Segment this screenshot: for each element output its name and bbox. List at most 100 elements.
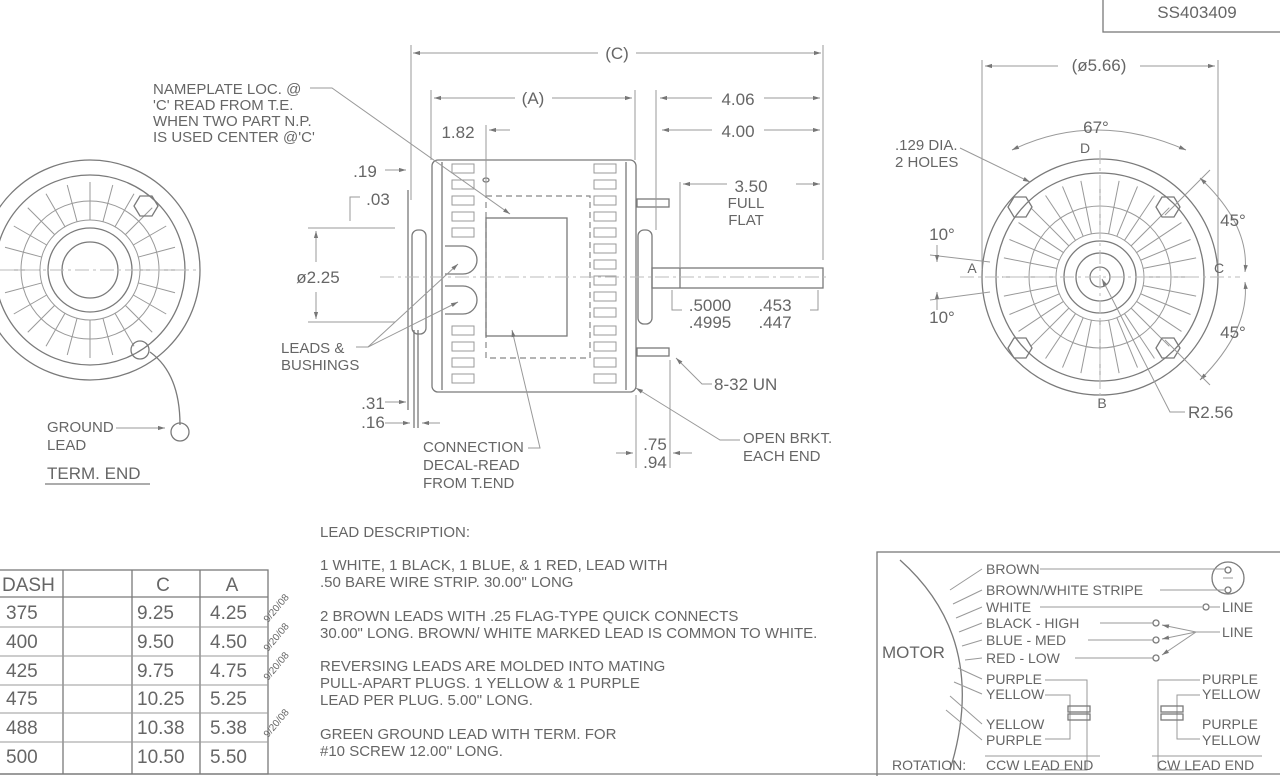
rotation-label: ROTATION: — [892, 757, 966, 773]
dim-1-82: 1.82 — [441, 123, 474, 142]
cell-c: 10.25 — [137, 689, 185, 710]
table-row: 500 10.50 5.50 — [6, 747, 247, 768]
leads-bushings-label: BUSHINGS — [281, 357, 359, 374]
leads-bushings-label: LEADS & — [281, 340, 344, 357]
louver — [451, 179, 475, 190]
lead-note: PULL-APART PLUGS. 1 YELLOW & 1 PURPLE — [320, 675, 640, 692]
cw-lead-end-label: CW LEAD END — [1157, 757, 1254, 773]
lead-description: LEAD DESCRIPTION: 1 WHITE, 1 BLACK, 1 BL… — [320, 524, 817, 760]
revision-date: 9/20/08 — [262, 621, 292, 654]
wire-lead-label: BLUE - MED — [986, 632, 1066, 648]
ccw-lead: YELLOW — [986, 686, 1045, 702]
lead-note: 30.00" LONG. BROWN/ WHITE MARKED LEAD IS… — [320, 625, 817, 642]
cell-a: 5.25 — [210, 689, 247, 710]
ccw-lead-end-label: CCW LEAD END — [986, 757, 1093, 773]
table-row: 475 10.25 5.25 — [6, 689, 247, 710]
louver — [451, 357, 475, 368]
wire-lead-label: BLACK - HIGH — [986, 615, 1079, 631]
cell-dash: 475 — [6, 689, 38, 710]
louver — [593, 357, 617, 368]
line-label: LINE — [1222, 624, 1253, 640]
louver — [593, 373, 617, 384]
angle-10-bottom: 10° — [929, 308, 955, 327]
shaft-diameter: .5000 — [689, 296, 732, 315]
point-d: D — [1080, 140, 1090, 156]
dim-31: .31 — [361, 394, 385, 413]
thread-label: 8-32 UN — [714, 375, 777, 394]
cell-dash: 400 — [6, 632, 38, 653]
ccw-lead: PURPLE — [986, 671, 1042, 687]
louver — [593, 227, 617, 238]
dim-4-06: 4.06 — [721, 90, 754, 109]
dim-75: .75 — [643, 435, 667, 454]
louver — [593, 195, 617, 206]
wire-lead-label: WHITE — [986, 599, 1031, 615]
revision-date: 9/20/08 — [262, 650, 292, 683]
louver — [593, 341, 617, 352]
louver — [593, 307, 617, 318]
dim-19: .19 — [353, 162, 377, 181]
dim-94: .94 — [643, 453, 667, 472]
cell-dash: 425 — [6, 661, 38, 682]
cell-c: 9.25 — [137, 603, 174, 624]
title-block: SS403409 — [1102, 0, 1280, 33]
shaft-diameter: .4995 — [689, 313, 732, 332]
lead-note: 2 BROWN LEADS WITH .25 FLAG-TYPE QUICK C… — [320, 608, 738, 625]
cell-c: 9.75 — [137, 661, 174, 682]
cell-c: 10.50 — [137, 747, 185, 768]
lead-description-heading: LEAD DESCRIPTION: — [320, 524, 470, 541]
cw-lead: YELLOW — [1202, 732, 1261, 748]
nameplate-note: 'C' READ FROM T.E. — [153, 97, 293, 114]
radius-label: R2.56 — [1188, 403, 1233, 422]
angle-45-top: 45° — [1220, 211, 1246, 230]
flat-dimension: .447 — [758, 313, 791, 332]
table-header-dash: DASH — [2, 575, 55, 596]
lead-note: LEAD PER PLUG. 5.00" LONG. — [320, 692, 533, 709]
point-a: A — [967, 260, 977, 276]
term-end-view: GROUND LEAD TERM. END — [0, 159, 201, 485]
table-header-a: A — [226, 575, 239, 596]
louver — [451, 227, 475, 238]
angle-67: 67° — [1083, 118, 1109, 137]
cell-dash: 500 — [6, 747, 38, 768]
wire-lead-label: BROWN — [986, 561, 1040, 577]
louver — [451, 211, 475, 222]
table-row: 425 9.75 4.75 9/20/08 — [6, 650, 292, 683]
full-flat-label: FULL — [728, 195, 765, 212]
louver — [593, 291, 617, 302]
wire-lead-label: BROWN/WHITE STRIPE — [986, 582, 1143, 598]
louver — [593, 275, 617, 286]
hole-note: 2 HOLES — [895, 154, 958, 171]
connection-decal-label: DECAL-READ — [423, 457, 520, 474]
cw-lead: PURPLE — [1202, 671, 1258, 687]
ccw-lead: PURPLE — [986, 732, 1042, 748]
open-bracket-label: EACH END — [743, 448, 821, 465]
cell-a: 5.50 — [210, 747, 247, 768]
cell-a: 5.38 — [210, 718, 247, 739]
cell-dash: 488 — [6, 718, 38, 739]
connection-decal-label: FROM T.END — [423, 475, 515, 492]
dim-c: (C) — [605, 44, 629, 63]
line-label: LINE — [1222, 599, 1253, 615]
drawing-number: SS403409 — [1157, 3, 1236, 22]
dim-4-00: 4.00 — [721, 122, 754, 141]
full-flat-label: FLAT — [728, 212, 764, 229]
dim-3-50: 3.50 — [734, 177, 767, 196]
louver — [451, 373, 475, 384]
lead-note: #10 SCREW 12.00" LONG. — [320, 743, 503, 760]
angle-45-bottom: 45° — [1220, 323, 1246, 342]
cell-a: 4.50 — [210, 632, 247, 653]
louver — [593, 179, 617, 190]
louver — [451, 195, 475, 206]
wire-lead-label: RED - LOW — [986, 650, 1061, 666]
ground-lead-label: LEAD — [47, 437, 86, 454]
motor-label: MOTOR — [882, 643, 945, 662]
louver — [593, 163, 617, 174]
cell-c: 10.38 — [137, 718, 185, 739]
open-bracket-label: OPEN BRKT. — [743, 430, 832, 447]
cell-a: 4.75 — [210, 661, 247, 682]
